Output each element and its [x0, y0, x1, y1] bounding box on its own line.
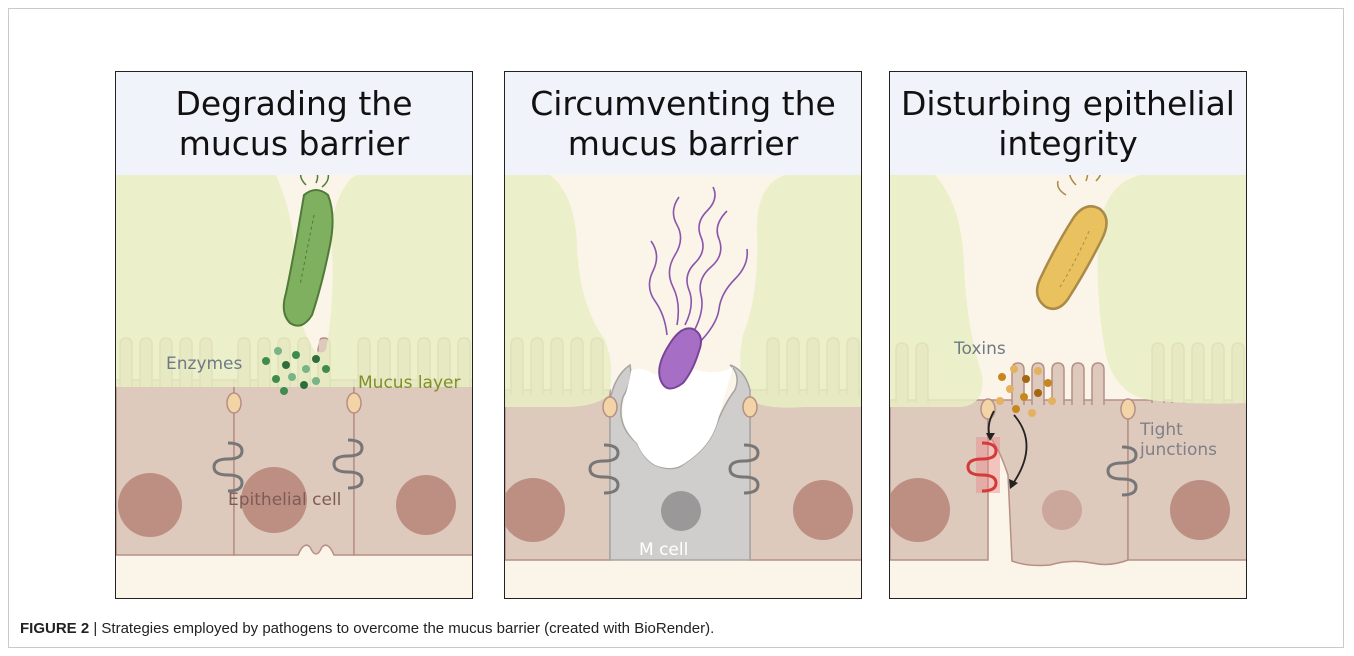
tight-junction: [743, 397, 757, 417]
mucus-layer: [1098, 175, 1247, 404]
nucleus: [118, 473, 182, 537]
label-m-cell: M cell: [639, 540, 688, 560]
nucleus: [1170, 480, 1230, 540]
nucleus: [396, 475, 456, 535]
label-toxins: Toxins: [953, 339, 1006, 359]
label-enzymes: Enzymes: [166, 354, 243, 374]
figure-caption: FIGURE 2 | Strategies employed by pathog…: [20, 620, 714, 637]
label-mucus-layer: Mucus layer: [358, 373, 460, 393]
panel-degrading: Degrading the mucus barrier: [115, 71, 473, 599]
nucleus: [793, 480, 853, 540]
label-tight-junctions: Tight: [1139, 420, 1183, 440]
caption-text: Strategies employed by pathogens to over…: [101, 620, 714, 637]
tight-junction: [603, 397, 617, 417]
m-cell-nucleus: [661, 491, 701, 531]
panel-title: Circumventing the mucus barrier: [505, 72, 861, 176]
tight-junction: [227, 393, 241, 413]
tight-junction: [981, 399, 995, 419]
disturbing-illustration: Toxins Tight junctions: [890, 175, 1247, 599]
panel-title: Disturbing epithelial integrity: [890, 72, 1246, 176]
figure-frame: Degrading the mucus barrier: [8, 8, 1344, 648]
tight-junction: [1121, 399, 1135, 419]
figure-number: FIGURE 2: [20, 620, 89, 637]
panel-title: Degrading the mucus barrier: [116, 72, 472, 176]
nucleus: [1042, 490, 1082, 530]
label-tight-junctions: junctions: [1139, 440, 1217, 460]
panel-disturbing: Disturbing epithelial integrity: [889, 71, 1247, 599]
circumventing-illustration: M cell: [505, 175, 862, 599]
mucus-layer: [740, 175, 862, 408]
panel-circumventing: Circumventing the mucus barrier: [504, 71, 862, 599]
degrading-illustration: Enzymes Mucus layer Epithelial cell: [116, 175, 473, 599]
tight-junction: [347, 393, 361, 413]
caption-separator: |: [89, 620, 101, 637]
label-epithelial-cell: Epithelial cell: [228, 490, 341, 510]
